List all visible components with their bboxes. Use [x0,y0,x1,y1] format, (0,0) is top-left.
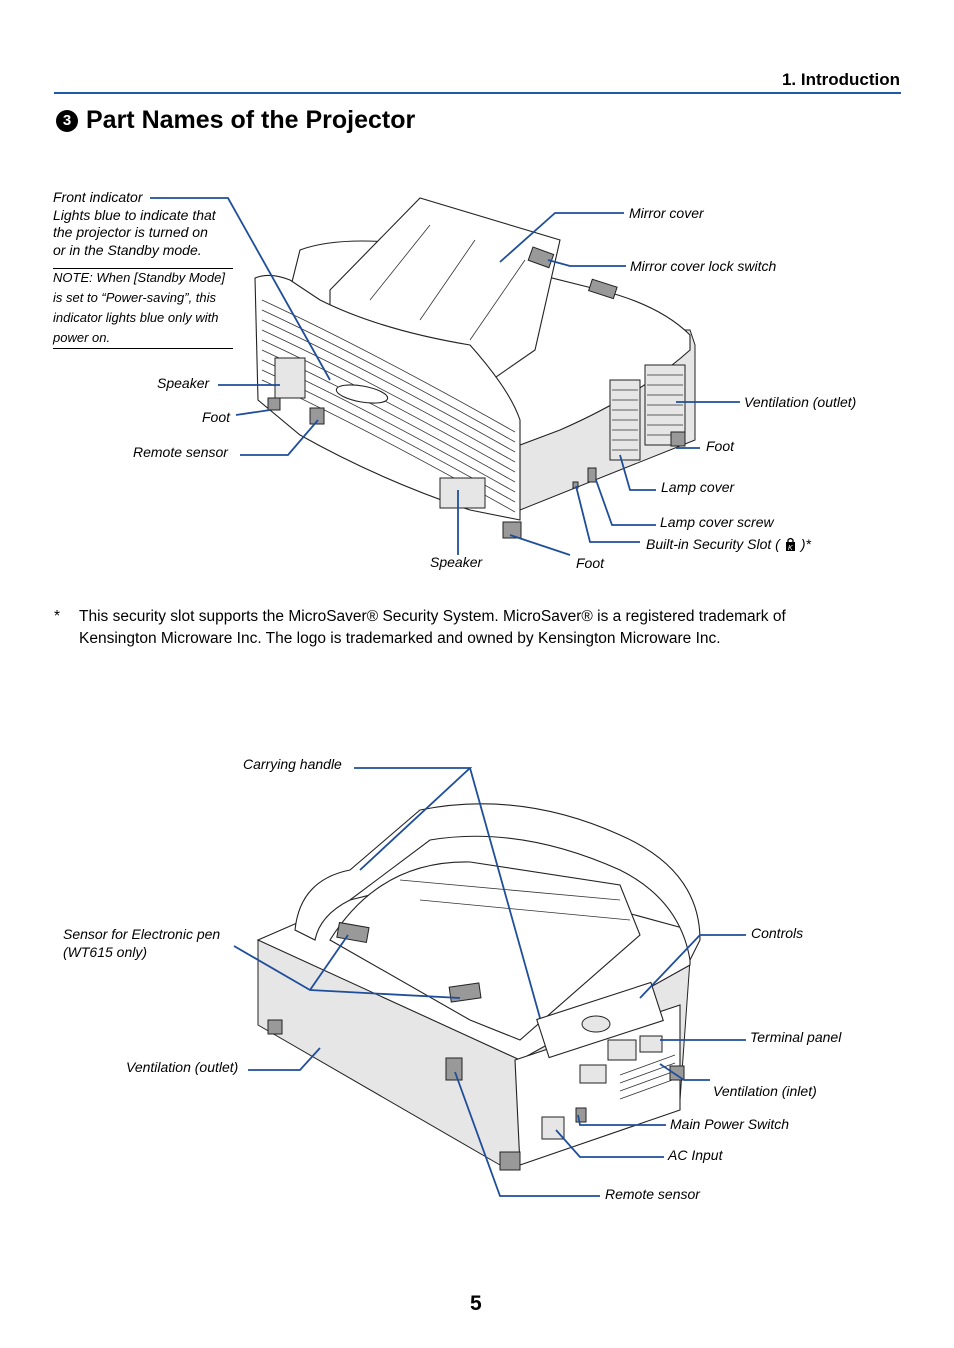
note-bottom-rule [53,348,233,349]
front-view-drawing [254,197,696,539]
label-mirror-cover: Mirror cover [629,205,704,221]
label-mirror-cover-lock: Mirror cover lock switch [630,258,777,274]
label-foot-right: Foot [706,438,735,454]
note-line-2: is set to “Power-saving”, this [53,290,217,305]
label-security-slot: Built-in Security Slot ( K )* [646,536,811,552]
label-foot-left: Foot [202,409,231,425]
note-top-rule [53,268,233,269]
label-lamp-cover-screw: Lamp cover screw [660,514,774,530]
section-number-badge: 3 [56,109,78,132]
label-terminal-panel: Terminal panel [750,1029,842,1045]
label-main-power-switch: Main Power Switch [670,1116,790,1132]
note-line-1: NOTE: When [Standby Mode] [53,270,225,285]
label-remote-sensor-rear: Remote sensor [605,1186,700,1202]
label-sensor-pen-1: Sensor for Electronic pen [63,926,221,942]
front-indicator-desc-2: the projector is turned on [53,224,208,240]
header-rule [54,92,901,94]
label-ac-input: AC Input [668,1147,723,1163]
note-line-3: indicator lights blue only with [53,310,219,325]
label-lamp-cover: Lamp cover [661,479,735,495]
label-ventilation-inlet: Ventilation (inlet) [713,1083,817,1099]
label-ventilation-outlet-rear: Ventilation (outlet) [126,1059,239,1075]
label-foot-bottom: Foot [576,555,605,571]
label-remote-sensor-front: Remote sensor [133,444,228,460]
label-ventilation-outlet-front: Ventilation (outlet) [744,394,857,410]
rear-view-drawing [256,803,701,1171]
label-sensor-pen-2: (WT615 only) [63,944,148,960]
label-carrying-handle: Carrying handle [243,756,342,772]
section-title: 1. Introduction [781,70,900,89]
standby-note: NOTE: When [Standby Mode] is set to “Pow… [53,268,225,348]
footnote-line-2: Kensington Microware Inc. The logo is tr… [79,630,721,647]
footnote-text: This security slot supports the MicroSav… [79,606,786,650]
footnote-line-1: This security slot supports the MicroSav… [79,608,786,625]
note-line-4: power on. [53,330,111,345]
page-title-text: Part Names of the Projector [86,106,416,134]
svg-text:K: K [788,545,793,551]
footnote-mark: * [54,608,61,625]
security-slot-suffix: )* [800,536,811,552]
label-front-indicator: Front indicator [53,189,143,205]
label-speaker-left: Speaker [157,375,210,391]
front-indicator-desc-3: or in the Standby mode. [53,242,202,258]
front-indicator-desc-1: Lights blue to indicate that [53,207,216,223]
label-speaker-bottom: Speaker [430,554,483,570]
page-title: 3 Part Names of the Projector [56,106,415,135]
page-number: 5 [470,1292,482,1315]
label-controls: Controls [751,925,804,941]
security-slot-prefix: Built-in Security Slot ( [646,536,780,552]
kensington-lock-icon: K [785,537,796,552]
